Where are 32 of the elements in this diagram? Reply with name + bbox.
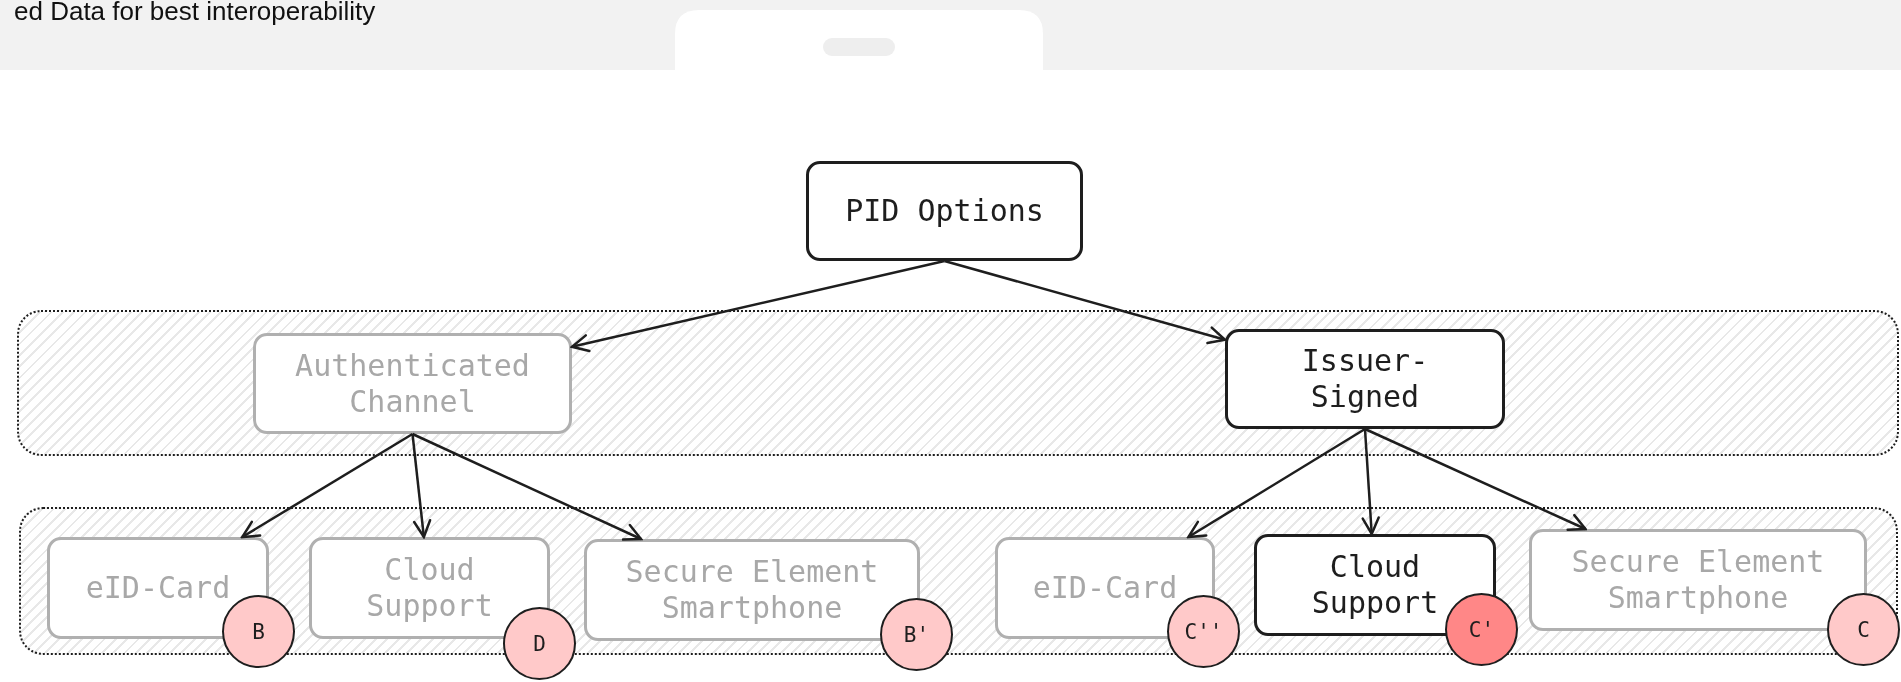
option-box xyxy=(1254,534,1496,636)
node-label: eID-Card xyxy=(1032,570,1178,606)
node-label: eID-Card xyxy=(85,570,231,606)
header-text: ed Data for best interoperability xyxy=(14,0,376,27)
node-label: B xyxy=(252,619,265,644)
arrow xyxy=(570,259,945,353)
node-label: Issuer-Signed xyxy=(1300,343,1430,415)
arrow xyxy=(241,432,414,539)
node-label: PID Options xyxy=(845,193,1044,229)
node-label: Cloud Support xyxy=(365,552,494,624)
node-label: Secure Element Smartphone xyxy=(624,554,880,626)
option-box xyxy=(47,537,269,639)
dotted-group-band xyxy=(17,310,1899,456)
option-box xyxy=(1225,329,1505,429)
arrow xyxy=(1187,427,1366,539)
node-label: C'' xyxy=(1184,619,1223,644)
arrow xyxy=(411,433,432,539)
node-label: Cloud Support xyxy=(1310,549,1440,621)
node-label: C xyxy=(1857,617,1870,642)
node-label: C' xyxy=(1468,617,1495,642)
arrow xyxy=(1364,427,1587,531)
node-label: B' xyxy=(903,622,930,647)
option-box xyxy=(253,333,572,434)
node-label: Secure Element Smartphone xyxy=(1570,544,1826,616)
arrow xyxy=(1361,428,1380,536)
node-label: D xyxy=(533,631,546,656)
node-label: Authenticated Channel xyxy=(294,347,531,420)
arrow xyxy=(411,432,643,541)
arrow xyxy=(944,259,1227,345)
option-box xyxy=(806,161,1083,261)
option-box xyxy=(995,537,1215,639)
dotted-group-band xyxy=(19,507,1898,655)
